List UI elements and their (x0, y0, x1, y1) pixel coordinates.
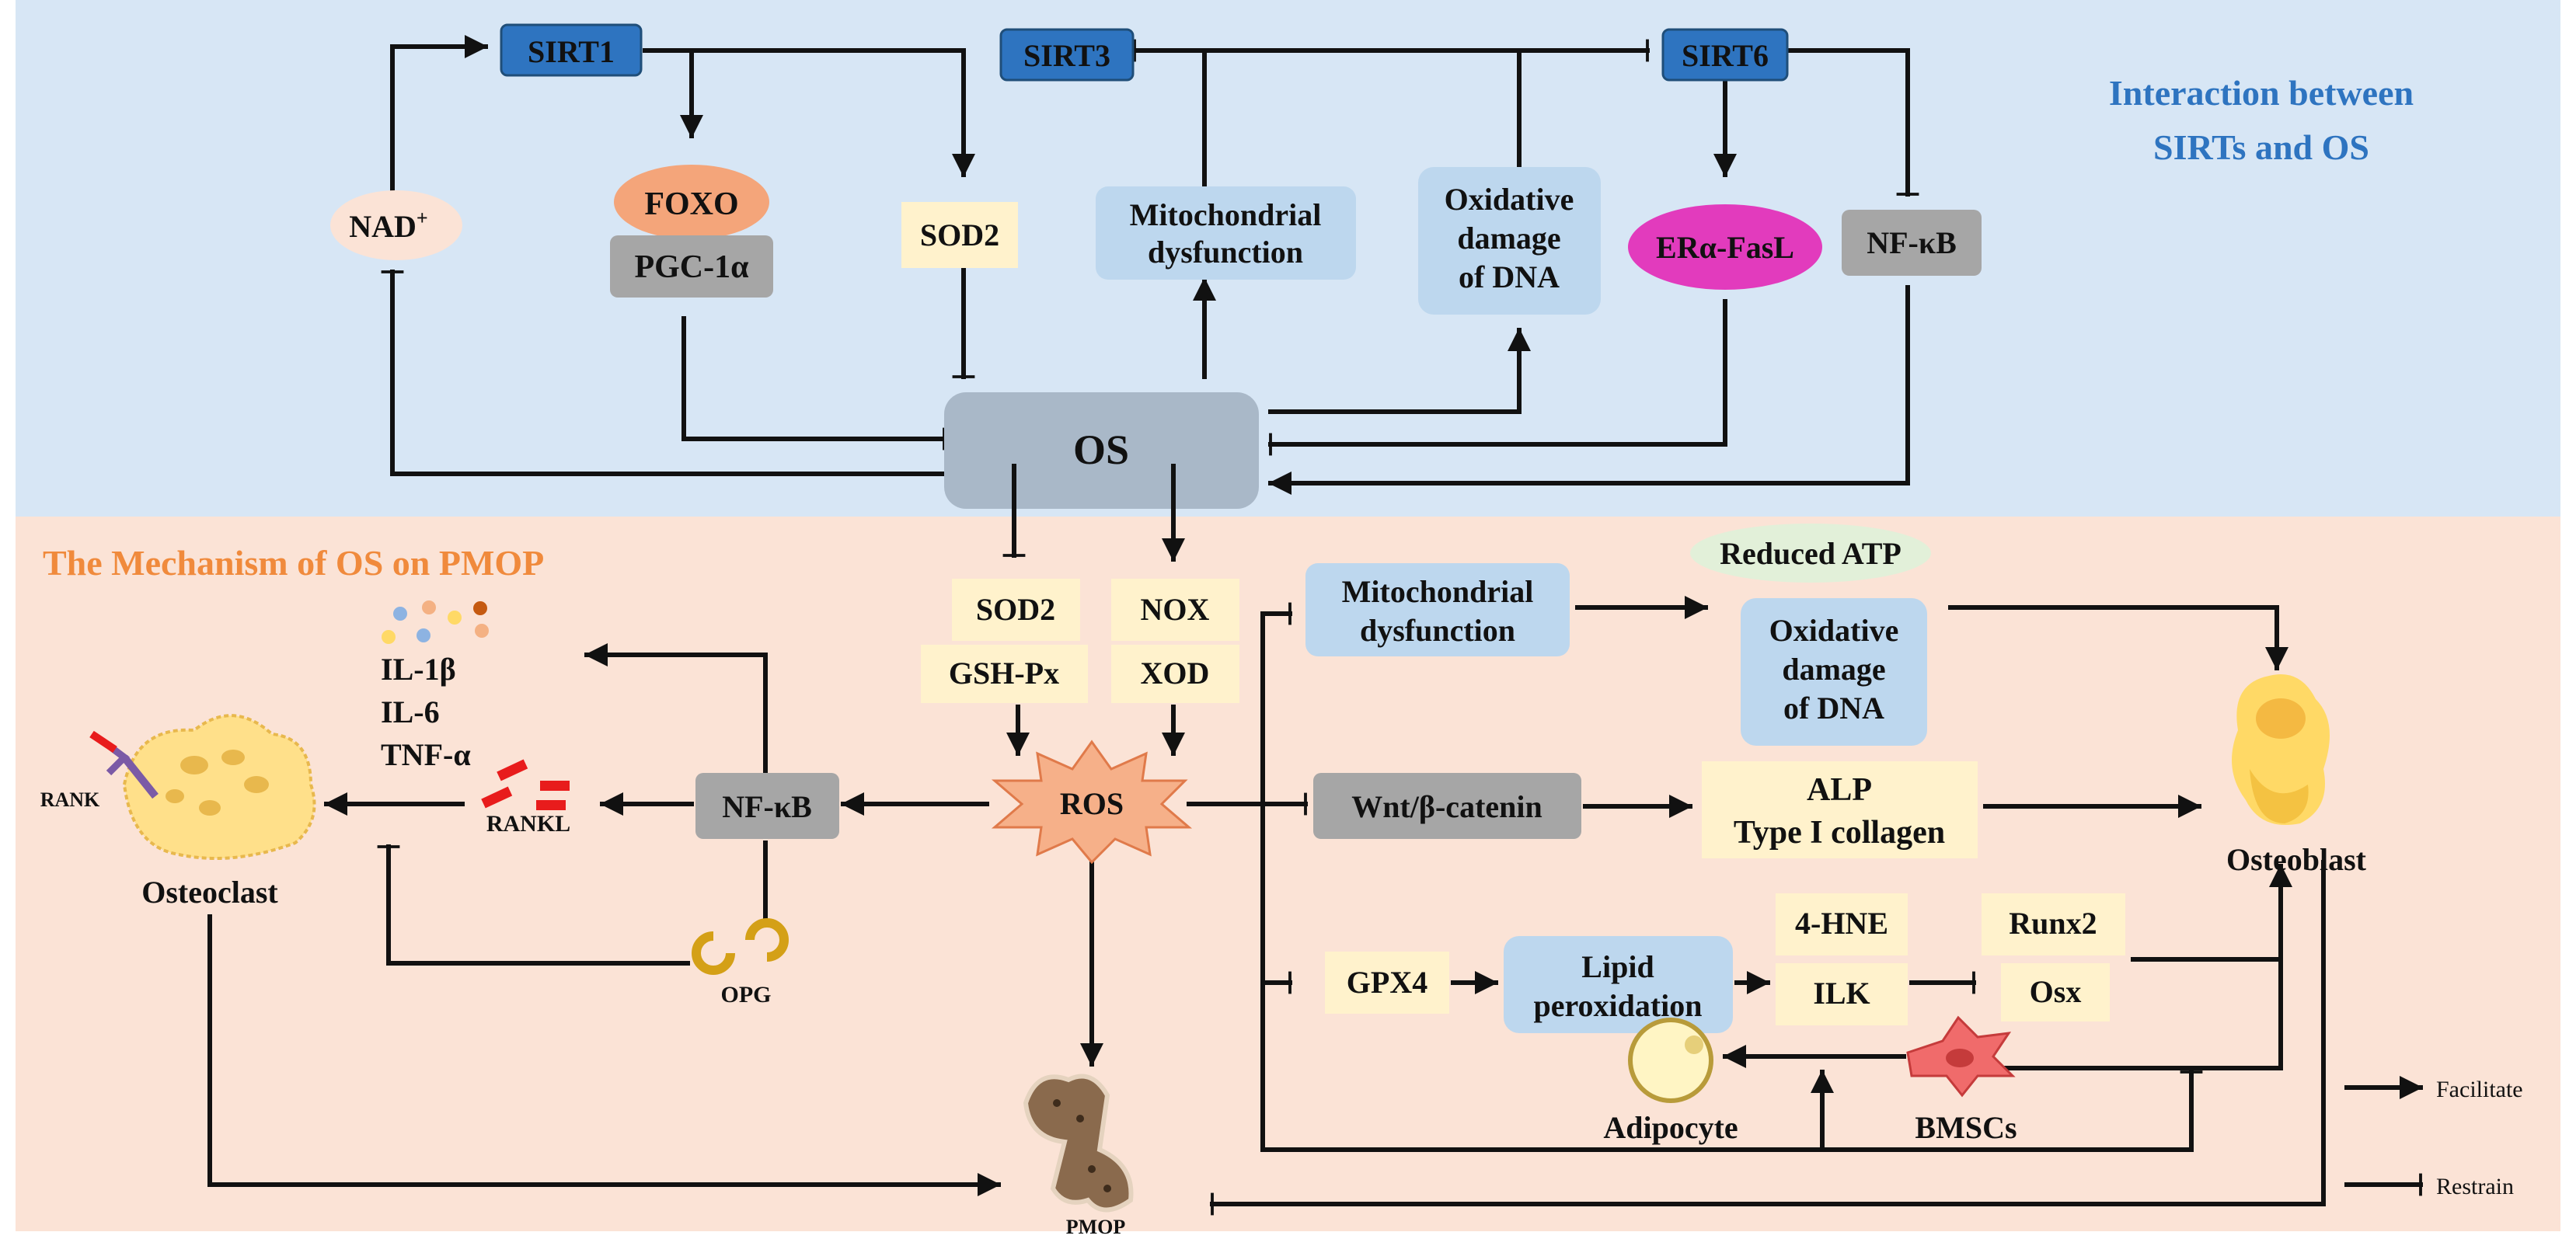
oxdna-bottom-label-2: damage (1782, 652, 1885, 687)
sirt1-node: SIRT1 (500, 23, 643, 77)
rankl-label: RANKL (486, 811, 570, 837)
tnfa-label: TNF-α (381, 737, 471, 772)
nox-node: NOX (1111, 579, 1239, 641)
il6-label: IL-6 (381, 694, 440, 729)
sirt6-node: SIRT6 (1661, 28, 1789, 82)
bottom-panel (16, 517, 2560, 1231)
osx-node: Osx (2001, 963, 2110, 1021)
reduced-atp-node: Reduced ATP (1690, 524, 1931, 583)
alp-label: ALP (1807, 772, 1872, 808)
bottom-connectors (207, 464, 2423, 1216)
os-label: OS (1073, 426, 1129, 473)
osteoblast-label: Osteoblast (2226, 842, 2367, 877)
ros-label: ROS (1060, 786, 1124, 821)
adipocyte-label: Adipocyte (1603, 1110, 1738, 1145)
adipocyte-icon (1628, 1018, 1713, 1103)
nad-label: NAD (349, 209, 417, 244)
era-fasl-label: ERα-FasL (1656, 230, 1794, 265)
type1-label: Type I collagen (1734, 815, 1945, 851)
nfkb-top-label: NF-κB (1867, 225, 1957, 260)
xod-node: XOD (1111, 645, 1239, 703)
os-node: OS (944, 392, 1259, 509)
nfkb-bottom-node: NF-κB (695, 773, 839, 839)
oxdna-bottom-label-1: Oxidative (1769, 613, 1899, 648)
osteoclast-icon (89, 714, 316, 860)
rankl-icon (481, 759, 570, 810)
pgc1a-label: PGC-1α (634, 249, 749, 285)
runx2-label: Runx2 (2009, 906, 2097, 941)
ilk-node: ILK (1776, 963, 1908, 1025)
sirt1-label: SIRT1 (528, 34, 615, 69)
wnt-node: Wnt/β-catenin (1313, 773, 1581, 839)
lipid-node: Lipid peroxidation (1504, 936, 1733, 1033)
sirt3-node: SIRT3 (999, 28, 1135, 82)
wnt-label: Wnt/β-catenin (1351, 789, 1542, 824)
top-panel-title-line2: SIRTs and OS (2153, 127, 2369, 167)
ros-node: ROS (991, 740, 1193, 865)
il1b-label: IL-1β (381, 652, 456, 687)
lipid-label-1: Lipid (1581, 949, 1654, 984)
sod2-bottom-label: SOD2 (976, 592, 1055, 627)
gpx4-label: GPX4 (1347, 965, 1427, 1000)
sirt6-label: SIRT6 (1682, 38, 1769, 73)
mito-top-label-2: dysfunction (1148, 235, 1303, 270)
hne-node: 4-HNE (1776, 893, 1908, 955)
sod2-bottom-node: SOD2 (952, 579, 1080, 641)
bmscs-label: BMSCs (1915, 1110, 2017, 1145)
foxo-label: FOXO (644, 186, 738, 222)
mito-top-node: Mitochondrial dysfunction (1096, 186, 1356, 280)
reduced-atp-label: Reduced ATP (1720, 536, 1901, 571)
oxdna-top-label-1: Oxidative (1445, 182, 1574, 217)
pmop-label: PMOP (1066, 1216, 1126, 1238)
bone-icon (1023, 1074, 1134, 1213)
nox-label: NOX (1141, 592, 1210, 627)
gshpx-node: GSH-Px (921, 645, 1088, 703)
oxdna-top-node: Oxidative damage of DNA (1418, 167, 1601, 315)
oxdna-bottom-label-3: of DNA (1783, 691, 1884, 726)
hne-label: 4-HNE (1795, 906, 1888, 941)
opg-label: OPG (721, 982, 772, 1008)
lipid-label-2: peroxidation (1533, 988, 1702, 1023)
foxo-node: FOXO (614, 165, 769, 239)
nad-node: NAD+ (330, 190, 462, 260)
top-panel-title-line1: Interaction between (2109, 73, 2414, 113)
cytokine-dots-icon (382, 600, 489, 644)
bottom-panel-title: The Mechanism of OS on PMOP (43, 543, 544, 583)
era-fasl-node: ERα-FasL (1628, 204, 1822, 290)
oxdna-top-label-2: damage (1457, 221, 1560, 256)
nad-superscript: + (417, 207, 428, 229)
top-connectors (381, 35, 1919, 495)
sod2-top-label: SOD2 (920, 218, 999, 252)
svg-text:NAD+: NAD+ (349, 207, 428, 244)
oxdna-top-label-3: of DNA (1459, 259, 1560, 294)
osteoclast-label: Osteoclast (141, 875, 278, 910)
oxdna-bottom-node: Oxidative damage of DNA (1741, 598, 1927, 746)
sod2-top-node: SOD2 (901, 202, 1018, 268)
nfkb-top-node: NF-κB (1842, 210, 1982, 276)
rank-label: RANK (40, 788, 100, 811)
opg-icon (692, 918, 789, 975)
legend-restrain-label: Restrain (2436, 1174, 2514, 1199)
osx-label: Osx (2030, 974, 2082, 1009)
mito-bottom-label-2: dysfunction (1360, 613, 1515, 648)
gpx4-node: GPX4 (1325, 952, 1449, 1014)
legend-facilitate-label: Facilitate (2436, 1077, 2523, 1102)
mito-bottom-node: Mitochondrial dysfunction (1305, 563, 1570, 656)
osteoblast-icon (2232, 674, 2330, 825)
runx2-node: Runx2 (1982, 893, 2125, 955)
bmscs-icon (1906, 1015, 2016, 1098)
mito-top-label-1: Mitochondrial (1130, 197, 1322, 232)
pgc1a-node: PGC-1α (610, 235, 773, 298)
ilk-label: ILK (1813, 976, 1870, 1011)
gshpx-label: GSH-Px (949, 656, 1059, 691)
alp-collagen-node: ALP Type I collagen (1702, 761, 1978, 858)
nfkb-bottom-label: NF-κB (722, 789, 812, 824)
xod-label: XOD (1141, 656, 1210, 691)
mito-bottom-label-1: Mitochondrial (1342, 574, 1534, 609)
sirt3-label: SIRT3 (1023, 38, 1110, 73)
